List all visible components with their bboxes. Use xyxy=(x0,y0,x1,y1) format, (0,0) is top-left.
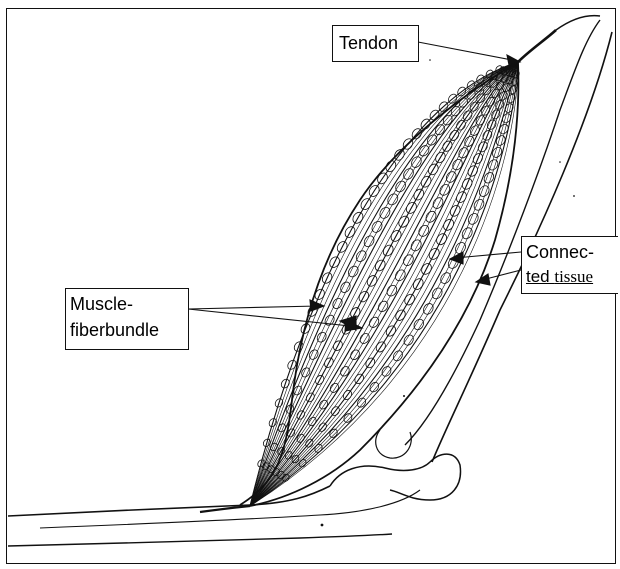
fiber-coil-loop xyxy=(376,299,389,313)
shoulder-tip xyxy=(556,16,600,30)
fiber-coil-loop xyxy=(401,253,415,268)
fiber-coil-loop xyxy=(431,196,445,211)
tendon-label-text: Tendon xyxy=(339,33,398,53)
connected-tissue-label: Connec- ted tissue xyxy=(521,236,618,294)
fiber-coil-loop xyxy=(441,114,454,127)
fiber-coil-loop xyxy=(356,396,368,408)
muscle-label-line-2: fiberbundle xyxy=(70,317,184,343)
fiber-coil-loop xyxy=(277,422,287,433)
fiber-coil-loop xyxy=(339,365,351,378)
connected-label-line-1: Connec- xyxy=(526,239,618,265)
fiber-coil-loop xyxy=(433,123,446,137)
fiber-coil-loop xyxy=(385,284,399,298)
tendon-pointer xyxy=(418,42,520,65)
humerus-front-outline xyxy=(405,20,600,445)
forearm-upper-outline xyxy=(8,486,330,516)
fiber-coil-loop xyxy=(417,223,431,238)
fiber-coil-loop xyxy=(417,144,430,158)
tendon-label: Tendon xyxy=(332,25,419,62)
fiber-coil-loop xyxy=(410,155,424,169)
connected-label-line-2a: ted xyxy=(526,267,554,286)
fiber-coil-loop xyxy=(424,209,438,224)
fiber-coil-loop xyxy=(438,183,452,198)
muscle-fiberbundle-pointers xyxy=(188,300,362,331)
fiber-coil-loop xyxy=(501,112,513,124)
fiber-coil-loop xyxy=(328,428,339,439)
connected-label-line-2: ted tissue xyxy=(526,265,618,289)
fiber-coil-loop xyxy=(474,114,486,127)
fiber-coil-loop xyxy=(494,134,507,147)
fiber-coil-loop xyxy=(285,403,296,414)
fiber-coil-loop xyxy=(349,348,362,361)
muscle-label-line-1: Muscle- xyxy=(70,291,184,317)
fiber-coil-loop xyxy=(342,412,353,424)
fiber-coil-loop xyxy=(498,123,510,136)
tendon-band xyxy=(518,30,556,62)
connected-label-line-2b: tissue xyxy=(554,267,593,286)
fiber-coil-loop xyxy=(409,238,423,253)
fiber-coil-loop xyxy=(393,268,407,283)
muscle-fiberbundle-label: Muscle- fiberbundle xyxy=(65,288,189,350)
fiber-coil-loop xyxy=(358,332,371,346)
fiber-coil-loop xyxy=(469,124,482,137)
elbow-joint xyxy=(330,454,460,500)
fiber-coil-loop xyxy=(368,315,381,329)
fiber-coil-loop xyxy=(298,458,308,468)
fiber-coil-loop xyxy=(426,133,439,147)
forearm-lower-outline xyxy=(8,534,392,546)
